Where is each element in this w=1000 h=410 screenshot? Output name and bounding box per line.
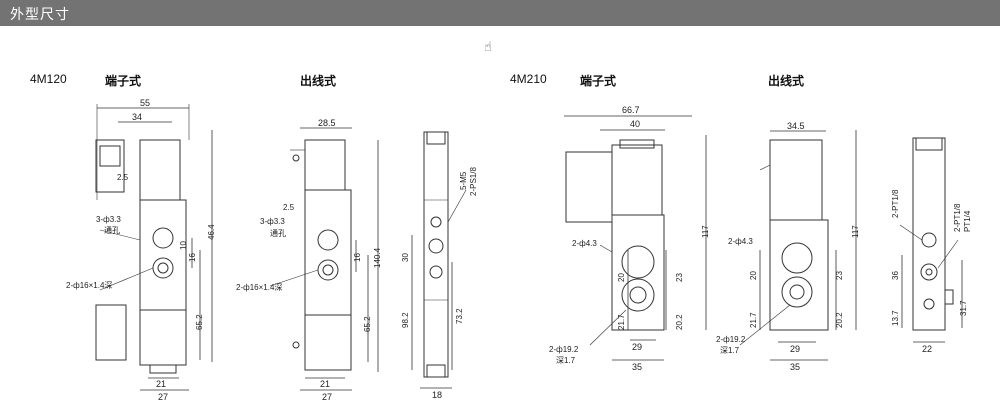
dim-22: 22: [922, 344, 932, 354]
dim-bores-2: 2-ф16×1.4深: [236, 283, 282, 292]
dim-20-b: 20: [749, 271, 758, 280]
dim-46-4: 46.4: [207, 224, 216, 240]
dim-21: 21: [156, 379, 166, 389]
dim-30: 30: [401, 253, 410, 262]
valve-4m120-terminal: 55 34 2.5 3-ф3.3 通孔 46.4 16 10 2-ф16×1.4…: [66, 98, 216, 402]
dim-73-2: 73.2: [455, 308, 464, 324]
dim-140-4: 140.4: [373, 247, 382, 268]
dim-21-7: 21.7: [617, 314, 626, 330]
dim-31-7: 31.7: [959, 300, 968, 316]
dim-117: 117: [701, 225, 710, 238]
dim-16: 16: [188, 253, 197, 262]
dim-deep-1-7: 深1.7: [556, 356, 576, 365]
dim-through: 通孔: [104, 225, 120, 235]
dim-21-b: 21: [320, 379, 330, 389]
valve-4m120-outlet: 28.5 2.5 3-ф3.3 通孔 140.4 16 2-ф16×1.4深 6…: [236, 118, 382, 402]
dim-18: 18: [432, 390, 442, 400]
dim-2-5b: 2.5: [283, 203, 295, 212]
section-header: 外型尺寸: [0, 0, 1000, 26]
dim-66-7: 66.7: [622, 105, 640, 115]
valve-4m120-side: 30 98.2 73.2 5-M5 2-PS1/8 18: [401, 131, 478, 400]
dim-27-b: 27: [322, 392, 332, 402]
valve-4m210-outlet: 34.5 117 2-ф4.3 20 23 21.7 20.2 2-ф19.2 …: [716, 121, 860, 372]
dim-20-2: 20.2: [675, 314, 684, 330]
dim-bores: 2-ф16×1.4深: [66, 281, 112, 290]
right-terminal-label: 端子式: [580, 74, 617, 88]
dim-29: 29: [632, 342, 642, 352]
dim-13-7: 13.7: [891, 310, 900, 326]
dim-55: 55: [140, 98, 150, 108]
left-outlet-label: 出线式: [300, 74, 337, 88]
valve-4m210-terminal: 66.7 40 117 2-ф4.3 20 23 21.7 20.2 2-ф19…: [549, 105, 710, 372]
dim-through-2: 通孔: [270, 228, 286, 238]
dim-98-2: 98.2: [401, 312, 410, 328]
dim-pt-1-8: 2-PT1/8: [891, 189, 900, 218]
dim-35-b: 35: [790, 362, 800, 372]
model-4m210: 4M210: [510, 72, 547, 86]
dim-65-2: 65.2: [195, 314, 204, 330]
section-title: 外型尺寸: [10, 7, 70, 23]
dim-2-5a: 2.5: [117, 173, 129, 182]
dim-40: 40: [630, 119, 640, 129]
model-4m120: 4M120: [30, 72, 67, 86]
dim-bore-19-2: 2-ф19.2: [549, 345, 579, 354]
left-terminal-label: 端子式: [105, 74, 142, 88]
dim-hole-4-3b: 2-ф4.3: [728, 237, 753, 246]
dim-port-2: 2-PS1/8: [469, 167, 478, 196]
dim-117-b: 117: [851, 225, 860, 238]
dim-27: 27: [158, 392, 168, 402]
dim-36: 36: [891, 271, 900, 280]
dim-holes: 3-ф3.3: [96, 215, 121, 224]
dim-29-b: 29: [790, 344, 800, 354]
dim-port-1: 5-M5: [459, 171, 468, 190]
dim-pt-1-8b: 2-PT1/8: [953, 203, 962, 232]
dim-deep-1-7b: 深1.7: [720, 346, 740, 355]
valve-4m210-side: 2-PT1/8 2-PT1/8 PT1/4 36 13.7 31.7 22: [891, 137, 972, 354]
dim-20-2b: 20.2: [835, 312, 844, 328]
dim-35: 35: [632, 362, 642, 372]
dim-16-b: 16: [353, 253, 362, 262]
dim-holes-2: 3-ф3.3: [260, 217, 285, 226]
hand-pointer-icon: ☝: [484, 40, 492, 55]
dim-21-7b: 21.7: [749, 312, 758, 328]
dim-pt-1-4: PT1/4: [963, 210, 972, 232]
dim-10: 10: [179, 241, 188, 250]
dim-23: 23: [675, 273, 684, 282]
right-outlet-label: 出线式: [768, 74, 805, 88]
dim-34-5: 34.5: [787, 121, 805, 131]
dim-hole-4-3: 2-ф4.3: [572, 239, 597, 248]
dim-23-b: 23: [835, 271, 844, 280]
dim-34: 34: [132, 112, 142, 122]
dim-20: 20: [617, 273, 626, 282]
dim-28-5: 28.5: [318, 118, 336, 128]
dim-65-2b: 65.2: [363, 316, 372, 332]
dim-bore-19-2b: 2-ф19.2: [716, 335, 746, 344]
